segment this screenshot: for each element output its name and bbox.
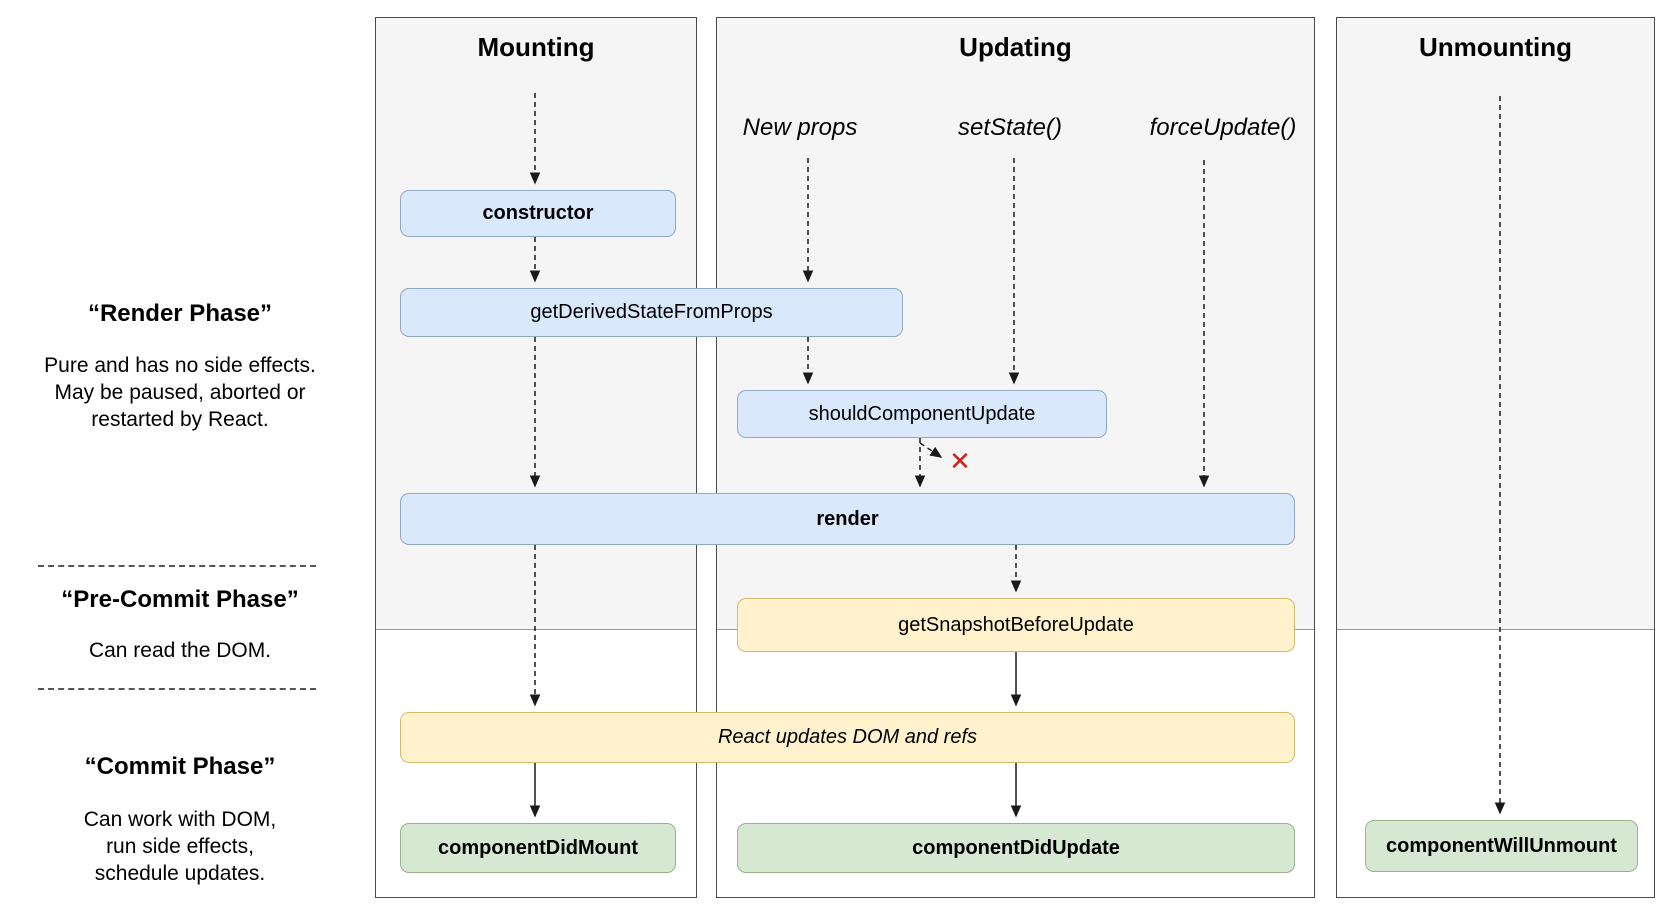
lifecycle-box-component-will-unmount[interactable]: componentWillUnmount	[1365, 820, 1638, 872]
commit-phase-description: Can work with DOM, run side effects, sch…	[83, 808, 277, 885]
trigger-force-update: forceUpdate()	[1149, 114, 1297, 141]
pre-commit-phase-description: Can read the DOM.	[88, 639, 272, 662]
trigger-set-state: setState()	[957, 114, 1063, 141]
commit-phase-title: “Commit Phase”	[84, 753, 276, 780]
lifecycle-box-render[interactable]: render	[400, 493, 1295, 545]
phase-separator	[38, 565, 316, 567]
no-rerender-x-icon: ✕	[949, 446, 971, 476]
column-title-updating: Updating	[959, 32, 1072, 62]
render-phase-description: Pure and has no side effects. May be pau…	[44, 354, 316, 431]
phase-separator	[38, 688, 316, 690]
pre-commit-phase-title: “Pre-Commit Phase”	[61, 586, 299, 613]
trigger-new-props: New props	[742, 114, 858, 141]
unmounting-render-phase-zone	[1337, 18, 1654, 630]
react-updates-dom-and-refs-box: React updates DOM and refs	[400, 712, 1295, 763]
column-mounting: Mounting	[375, 17, 697, 898]
column-title-unmounting: Unmounting	[1418, 32, 1573, 62]
lifecycle-box-get-derived-state-from-props[interactable]: getDerivedStateFromProps	[400, 288, 903, 337]
render-phase-title: “Render Phase”	[87, 300, 273, 327]
lifecycle-box-constructor[interactable]: constructor	[400, 190, 676, 237]
column-unmounting: Unmounting	[1336, 17, 1655, 898]
lifecycle-box-component-did-mount[interactable]: componentDidMount	[400, 823, 676, 873]
lifecycle-box-should-component-update[interactable]: shouldComponentUpdate	[737, 390, 1107, 438]
lifecycle-box-component-did-update[interactable]: componentDidUpdate	[737, 823, 1295, 873]
column-updating: Updating	[716, 17, 1315, 898]
lifecycle-box-get-snapshot-before-update[interactable]: getSnapshotBeforeUpdate	[737, 598, 1295, 652]
column-title-mounting: Mounting	[477, 32, 595, 62]
